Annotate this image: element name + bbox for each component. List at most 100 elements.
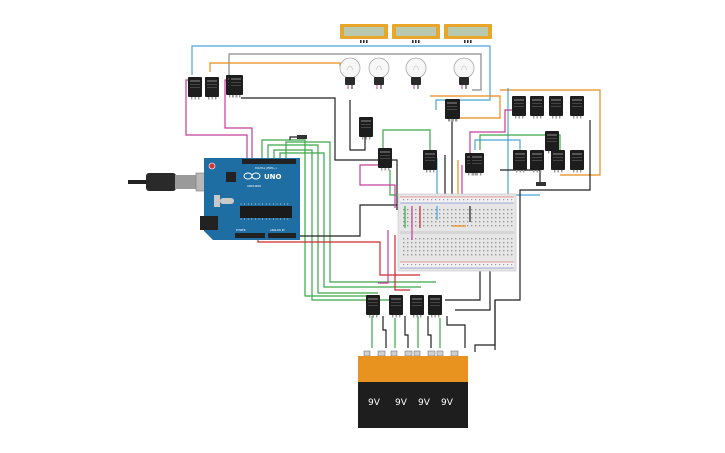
breadboard-hole <box>415 242 417 244</box>
breadboard-hole <box>463 213 465 215</box>
breadboard-hole <box>459 264 461 266</box>
breadboard-hole <box>491 221 493 223</box>
breadboard-hole <box>471 238 473 240</box>
relay-module <box>366 295 380 318</box>
breadboard-hole <box>511 225 513 227</box>
breadboard-jumpers <box>404 206 471 240</box>
relay-module <box>445 99 459 122</box>
breadboard-hole <box>455 221 457 223</box>
relay-label <box>368 298 378 300</box>
relay-pin <box>540 170 542 173</box>
breadboard-hole <box>503 225 505 227</box>
relay-pin <box>431 315 433 318</box>
breadboard-hole <box>511 264 513 266</box>
breadboard-hole <box>503 246 505 248</box>
wire-top-black <box>241 97 398 210</box>
breadboard-hole <box>435 213 437 215</box>
wire-black-bat-3 <box>427 316 432 348</box>
breadboard-hole <box>491 225 493 227</box>
battery-terminal <box>377 350 386 357</box>
bulb-glass <box>339 57 361 79</box>
breadboard-hole <box>455 209 457 211</box>
breadboard-hole <box>487 246 489 248</box>
battery-label: 9V <box>441 398 454 408</box>
breadboard-hole <box>427 221 429 223</box>
breadboard-hole <box>415 250 417 252</box>
breadboard-hole <box>487 221 489 223</box>
relay-label <box>532 106 542 107</box>
relay-label <box>532 103 542 104</box>
relay-label <box>412 298 422 300</box>
lcd-pin <box>470 40 472 43</box>
battery-terminal <box>436 350 444 357</box>
capacitor <box>214 195 220 207</box>
breadboard-hole <box>499 254 501 256</box>
breadboard-hole <box>467 254 469 256</box>
relay-pin <box>438 315 440 318</box>
relay-pin <box>455 119 457 122</box>
breadboard-hole <box>439 217 441 219</box>
bulb-base <box>345 77 355 85</box>
relay-pin <box>573 116 575 119</box>
breadboard-hole <box>415 246 417 248</box>
breadboard-hole <box>479 217 481 219</box>
breadboard-hole <box>479 264 481 266</box>
breadboard-hole <box>499 209 501 211</box>
relay-pin <box>395 315 397 318</box>
breadboard-hole <box>403 199 405 201</box>
relay-pin <box>451 119 453 122</box>
relay-label <box>425 160 435 161</box>
breadboard-hole <box>507 264 509 266</box>
wire-right-orange <box>500 89 601 176</box>
breadboard-hole <box>467 199 469 201</box>
slide-switch[interactable] <box>297 135 307 139</box>
relay-module <box>423 150 437 173</box>
breadboard-hole <box>471 254 473 256</box>
breadboard-hole <box>407 213 409 215</box>
breadboard-hole <box>499 238 501 240</box>
relay-pin <box>381 168 383 171</box>
relay-label <box>515 153 525 155</box>
breadboard-hole <box>459 221 461 223</box>
breadboard-hole <box>499 213 501 215</box>
breadboard-hole <box>439 225 441 227</box>
breadboard-hole <box>471 242 473 244</box>
reset-button[interactable] <box>208 162 216 170</box>
bulb-filament <box>412 65 420 71</box>
breadboard-hole <box>471 209 473 211</box>
relay-module <box>359 117 373 140</box>
breadboard-hole <box>439 254 441 256</box>
breadboard-hole <box>503 238 505 240</box>
relay-label <box>430 302 440 303</box>
relay-label <box>532 99 542 101</box>
breadboard-hole <box>403 217 405 219</box>
bulb-base <box>374 77 384 85</box>
relay-module <box>378 148 392 171</box>
breadboard-hole <box>475 246 477 248</box>
wire-top-orange-2 <box>430 95 501 119</box>
breadboard-hole <box>411 246 413 248</box>
bulb-base <box>459 77 469 85</box>
lcd-screen <box>396 27 436 36</box>
breadboard-hole <box>467 264 469 266</box>
breadboard-hole <box>487 238 489 240</box>
breadboard-hole <box>451 246 453 248</box>
relay-pin <box>239 95 241 98</box>
relay-pin <box>420 315 422 318</box>
slide-switch-right[interactable] <box>536 182 546 186</box>
breadboard-hole <box>443 254 445 256</box>
breadboard-hole <box>499 217 501 219</box>
breadboard-hole <box>451 209 453 211</box>
breadboard-hole <box>475 264 477 266</box>
battery-terminal <box>450 350 459 357</box>
breadboard-hole <box>495 221 497 223</box>
battery-bottom <box>431 382 468 428</box>
breadboard-hole <box>475 217 477 219</box>
atmega-chip <box>240 206 292 218</box>
breadboard-hole <box>511 209 513 211</box>
lcd-screen <box>448 27 488 36</box>
breadboard-hole <box>403 221 405 223</box>
breadboard-hole <box>447 246 449 248</box>
wire-green-arduino-3 <box>279 152 421 288</box>
breadboard-hole <box>435 199 437 201</box>
